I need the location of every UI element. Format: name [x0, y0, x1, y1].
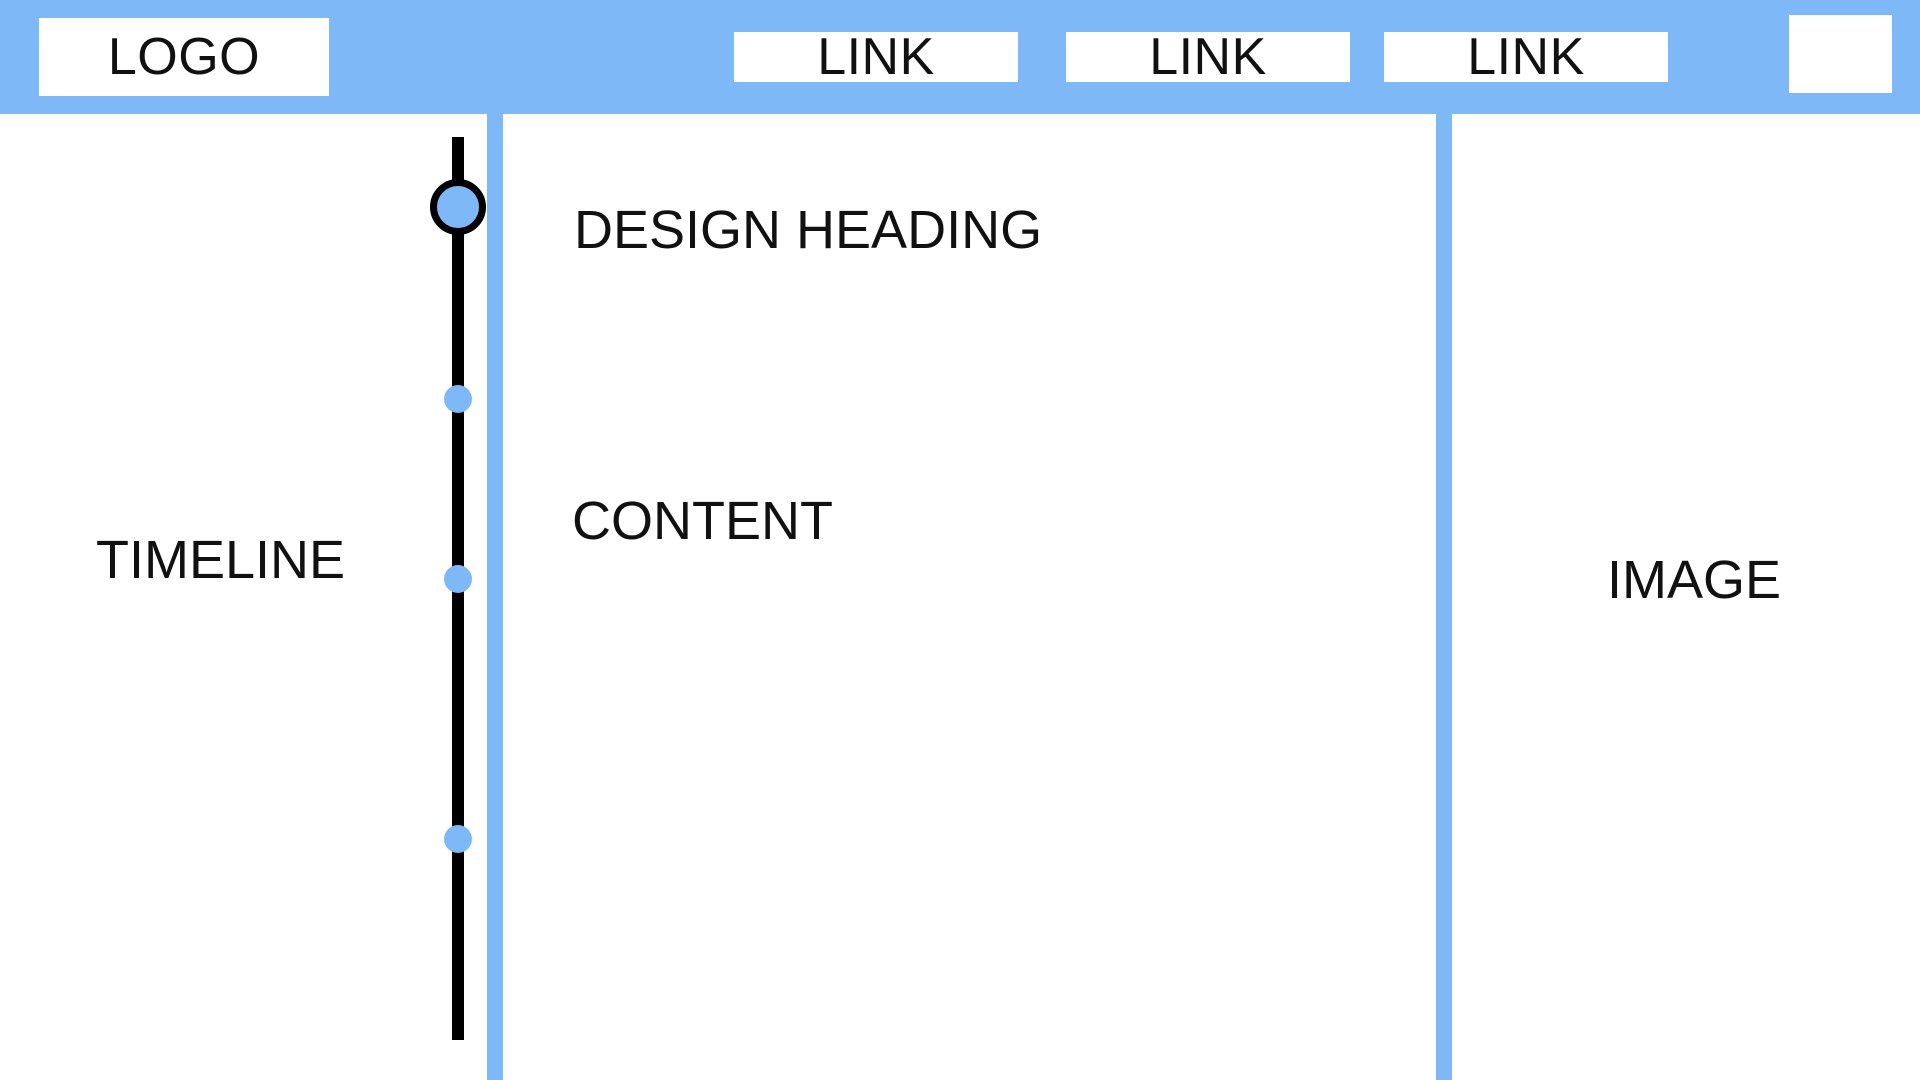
timeline-node[interactable]: [444, 825, 472, 853]
timeline-node[interactable]: [444, 565, 472, 593]
nav-link-3[interactable]: LINK: [1384, 28, 1668, 86]
nav-link-label: LINK: [1149, 28, 1267, 86]
logo[interactable]: LOGO: [39, 18, 329, 96]
column-divider-left: [487, 114, 503, 1080]
content-placeholder: CONTENT: [572, 491, 833, 551]
timeline-node[interactable]: [444, 385, 472, 413]
nav-link-label: LINK: [817, 28, 935, 86]
timeline-node-active[interactable]: [430, 179, 486, 235]
design-heading: DESIGN HEADING: [574, 200, 1043, 260]
image-placeholder: IMAGE: [1607, 550, 1782, 610]
header-action-button[interactable]: [1789, 15, 1892, 93]
logo-label: LOGO: [107, 28, 261, 86]
nav-link-label: LINK: [1467, 28, 1585, 86]
timeline-label: TIMELINE: [96, 530, 346, 590]
header-bar: LOGO LINK LINK LINK: [0, 0, 1920, 114]
nav-link-2[interactable]: LINK: [1066, 28, 1350, 86]
column-divider-right: [1436, 114, 1452, 1080]
nav-link-1[interactable]: LINK: [734, 28, 1018, 86]
